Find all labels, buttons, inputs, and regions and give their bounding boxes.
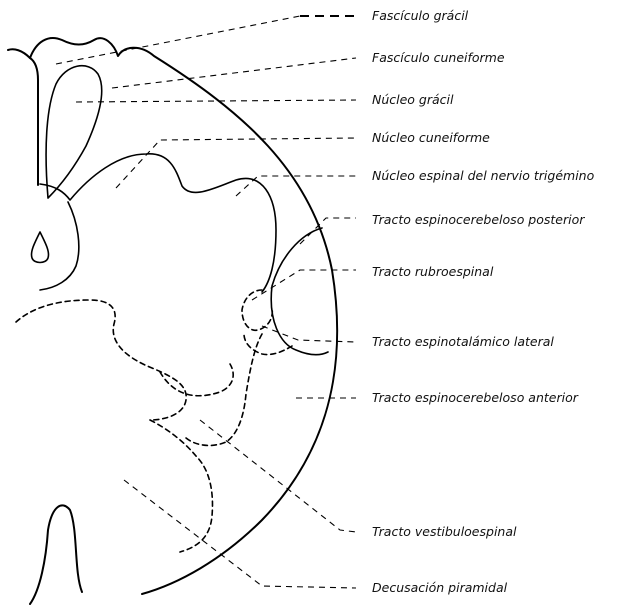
median-sulcus bbox=[30, 58, 38, 185]
leader-rubroespinal bbox=[252, 270, 356, 300]
leader-vestibuloespinal bbox=[200, 420, 356, 532]
vestibulospinal-region-outline bbox=[160, 364, 233, 396]
label-tracto-vestibuloespinal: Tracto vestibuloespinal bbox=[372, 524, 516, 540]
outer-boundary bbox=[8, 38, 337, 594]
leader-nucleo-trigemino bbox=[236, 176, 356, 196]
central-canal bbox=[31, 232, 48, 263]
anterior-outline bbox=[30, 505, 82, 604]
label-fasciculo-gracil: Fascículo grácil bbox=[372, 8, 468, 24]
label-fasciculo-cuneiforme: Fascículo cuneiforme bbox=[372, 50, 505, 66]
label-tracto-espinotalamico-lateral: Tracto espinotalámico lateral bbox=[372, 334, 554, 350]
medial-lemniscus-region-outline bbox=[16, 300, 186, 420]
label-tracto-rubroespinal: Tracto rubroespinal bbox=[372, 264, 493, 280]
rubrospinal-tract-outline bbox=[242, 290, 272, 330]
label-nucleo-espinal-trigemino: Núcleo espinal del nervio trigémino bbox=[372, 168, 594, 184]
leader-fasciculo-cuneiforme bbox=[112, 58, 356, 88]
label-tracto-espinocerebeloso-anterior: Tracto espinocerebeloso anterior bbox=[372, 390, 578, 406]
leader-nucleo-gracil bbox=[76, 100, 356, 102]
label-nucleo-gracil: Núcleo grácil bbox=[372, 92, 453, 108]
spinothalamic-tract-outline bbox=[244, 334, 292, 355]
nucleus-gracilis-outline bbox=[46, 66, 102, 198]
anterior-tract-outline bbox=[150, 420, 212, 552]
leader-lines bbox=[56, 16, 356, 588]
posterior-spinocerebellar-region bbox=[271, 228, 328, 355]
label-nucleo-cuneiforme: Núcleo cuneiforme bbox=[372, 130, 490, 146]
label-decusacion-piramidal: Decusación piramidal bbox=[372, 580, 507, 596]
leader-esp-cereb-post bbox=[300, 218, 356, 244]
leader-decusacion bbox=[124, 480, 356, 588]
label-tracto-espinocerebeloso-posterior: Tracto espinocerebeloso posterior bbox=[372, 212, 584, 228]
